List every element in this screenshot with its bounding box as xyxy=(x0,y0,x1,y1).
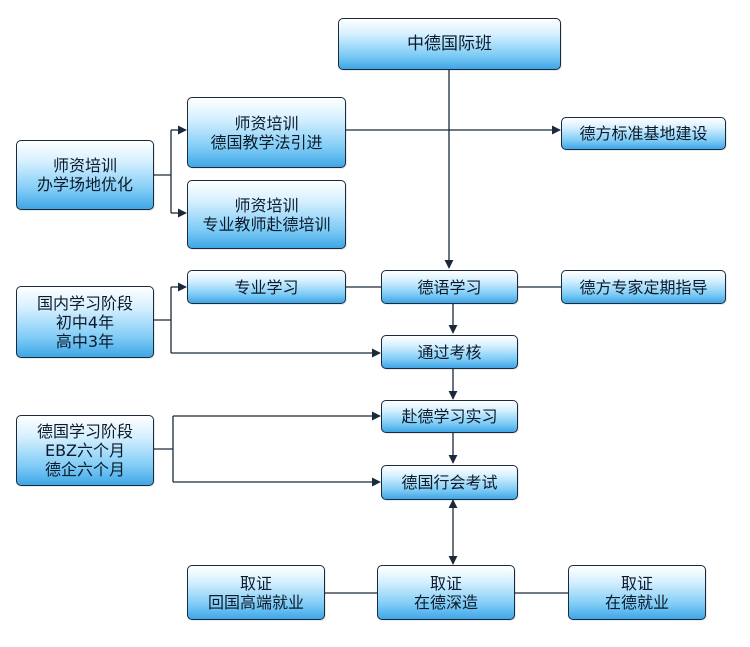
node-major-study-line-1: 专业学习 xyxy=(234,277,299,297)
node-domestic-stage-line-1: 国内学习阶段 xyxy=(36,293,133,313)
node-cert-work: 取证 在德就业 xyxy=(568,565,706,620)
node-pass-exam: 通过考核 xyxy=(381,335,518,369)
node-guild-exam: 德国行会考试 xyxy=(381,465,518,500)
node-cert-home: 取证 回国高端就业 xyxy=(187,565,325,620)
node-german-lang: 德语学习 xyxy=(381,270,518,304)
node-major-study: 专业学习 xyxy=(187,270,346,304)
node-german-lang-line-1: 德语学习 xyxy=(417,277,482,297)
node-main-line-1: 中德国际班 xyxy=(407,33,492,54)
node-germany-stage: 德国学习阶段 EBZ六个月 德企六个月 xyxy=(16,415,154,486)
node-main: 中德国际班 xyxy=(338,18,561,70)
node-cert-study-line-1: 取证 xyxy=(429,573,462,593)
node-internship: 赴德学习实习 xyxy=(381,400,518,433)
node-expert-guide-line-1: 德方专家定期指导 xyxy=(579,277,708,297)
node-teacher-site-line-2: 办学场地优化 xyxy=(36,175,133,194)
node-teacher-site: 师资培训 办学场地优化 xyxy=(16,140,154,210)
node-guild-exam-line-1: 德国行会考试 xyxy=(401,473,498,492)
node-teacher-abroad-line-1: 师资培训 xyxy=(234,195,299,215)
node-cert-home-line-2: 回国高端就业 xyxy=(207,592,304,612)
node-cert-home-line-1: 取证 xyxy=(239,573,272,593)
node-cert-work-line-2: 在德就业 xyxy=(604,592,669,612)
node-domestic-stage: 国内学习阶段 初中4年 高中3年 xyxy=(16,286,154,358)
node-teacher-abroad-line-2: 专业教师赴德培训 xyxy=(202,214,331,234)
node-pass-exam-line-1: 通过考核 xyxy=(417,342,482,362)
node-teacher-intro-line-2: 德国教学法引进 xyxy=(210,132,323,152)
node-teacher-site-line-1: 师资培训 xyxy=(52,156,117,175)
node-teacher-abroad: 师资培训 专业教师赴德培训 xyxy=(187,180,346,249)
node-cert-work-line-1: 取证 xyxy=(620,573,653,593)
node-domestic-stage-line-3: 高中3年 xyxy=(55,331,115,351)
node-germany-stage-line-1: 德国学习阶段 xyxy=(36,422,133,441)
node-germany-stage-line-3: 德企六个月 xyxy=(44,460,125,479)
node-german-base-line-1: 德方标准基地建设 xyxy=(579,124,708,143)
node-cert-study-line-2: 在德深造 xyxy=(413,592,478,612)
node-domestic-stage-line-2: 初中4年 xyxy=(55,312,115,332)
node-cert-study: 取证 在德深造 xyxy=(377,565,515,620)
node-internship-line-1: 赴德学习实习 xyxy=(401,407,498,426)
node-teacher-intro-line-1: 师资培训 xyxy=(234,113,299,133)
node-germany-stage-line-2: EBZ六个月 xyxy=(44,441,126,460)
node-teacher-intro: 师资培训 德国教学法引进 xyxy=(187,97,346,168)
node-german-base: 德方标准基地建设 xyxy=(561,117,726,150)
node-expert-guide: 德方专家定期指导 xyxy=(561,270,726,304)
